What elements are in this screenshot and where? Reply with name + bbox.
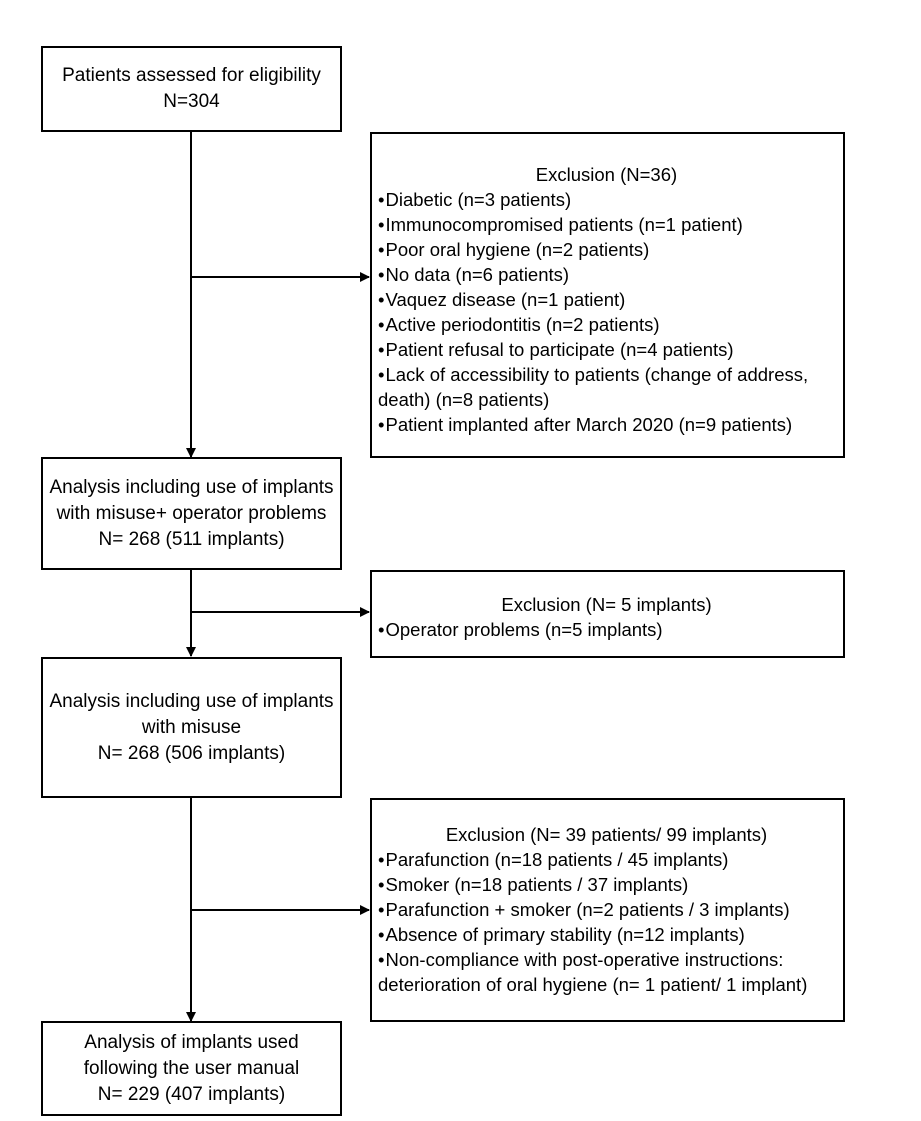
bullet-icon: • [378,189,385,210]
exclusion-title: Exclusion (N=36) [535,164,678,185]
stage-box-line: with misuse [141,716,242,738]
exclusion-item-text: Diabetic (n=3 patients) [385,189,572,210]
exclusion-item-text: Non-compliance with post-operative instr… [378,949,808,995]
stage-box-misuse-operator: Analysis including use of implants with … [41,457,342,570]
stage-box-line: N= 268 (506 implants) [97,742,286,764]
exclusion-item: •Non-compliance with post-operative inst… [378,947,835,997]
exclusion-item-text: Active periodontitis (n=2 patients) [385,314,660,335]
bullet-icon: • [378,264,385,285]
exclusion-box-operator: Exclusion (N= 5 implants) •Operator prob… [370,570,845,658]
exclusion-title: Exclusion (N= 39 patients/ 99 implants) [445,824,768,845]
bullet-icon: • [378,314,385,335]
bullet-icon: • [378,214,385,235]
exclusion-box-patients: Exclusion (N=36) •Diabetic (n=3 patients… [370,132,845,458]
exclusion-item: •Smoker (n=18 patients / 37 implants) [378,872,835,897]
exclusion-item-text: Absence of primary stability (n=12 impla… [385,924,745,945]
bullet-icon: • [378,414,385,435]
bullet-icon: • [378,924,385,945]
stage-box-line: N= 229 (407 implants) [97,1083,286,1105]
exclusion-item: •Parafunction + smoker (n=2 patients / 3… [378,897,835,922]
stage-box-eligibility: Patients assessed for eligibility N=304 [41,46,342,132]
stage-box-line: Analysis of implants used [84,1031,299,1053]
exclusion-item-text: Lack of accessibility to patients (chang… [378,364,809,410]
stage-box-misuse: Analysis including use of implants with … [41,657,342,798]
bullet-icon: • [378,239,385,260]
stage-box-line: with misuse+ operator problems [56,502,327,524]
exclusion-item: •Active periodontitis (n=2 patients) [378,312,835,337]
exclusion-item-text: Poor oral hygiene (n=2 patients) [385,239,650,260]
stage-box-line: N= 268 (511 implants) [98,528,285,550]
exclusion-item-text: No data (n=6 patients) [385,264,570,285]
bullet-icon: • [378,849,385,870]
exclusion-item-text: Patient implanted after March 2020 (n=9 … [385,414,793,435]
exclusion-item: •Parafunction (n=18 patients / 45 implan… [378,847,835,872]
exclusion-item-text: Immunocompromised patients (n=1 patient) [385,214,743,235]
stage-box-line: Patients assessed for eligibility [62,65,321,86]
bullet-icon: • [378,899,385,920]
exclusion-item: •Patient refusal to participate (n=4 pat… [378,337,835,362]
bullet-icon: • [378,289,385,310]
exclusion-item: •Immunocompromised patients (n=1 patient… [378,212,835,237]
bullet-icon: • [378,339,385,360]
exclusion-item: •Diabetic (n=3 patients) [378,187,835,212]
exclusion-item-text: Operator problems (n=5 implants) [385,619,663,640]
exclusion-item: •Vaquez disease (n=1 patient) [378,287,835,312]
bullet-icon: • [378,364,385,385]
stage-box-user-manual: Analysis of implants used following the … [41,1021,342,1116]
exclusion-item: •Patient implanted after March 2020 (n=9… [378,412,835,437]
stage-box-line: following the user manual [83,1057,300,1079]
exclusion-item-text: Parafunction + smoker (n=2 patients / 3 … [385,899,790,920]
exclusion-box-misuse: Exclusion (N= 39 patients/ 99 implants) … [370,798,845,1022]
bullet-icon: • [378,874,385,895]
bullet-icon: • [378,619,385,640]
exclusion-item-text: Smoker (n=18 patients / 37 implants) [385,874,689,895]
exclusion-item: •Operator problems (n=5 implants) [378,617,835,642]
exclusion-title: Exclusion (N= 5 implants) [501,594,712,615]
exclusion-item: •Poor oral hygiene (n=2 patients) [378,237,835,262]
exclusion-item-text: Patient refusal to participate (n=4 pati… [385,339,734,360]
stage-box-line: N=304 [163,91,220,112]
stage-box-line: Analysis including use of implants [49,690,334,712]
exclusion-item: •Lack of accessibility to patients (chan… [378,362,835,412]
stage-box-line: Analysis including use of implants [49,476,334,498]
exclusion-item-text: Vaquez disease (n=1 patient) [385,289,626,310]
exclusion-item-text: Parafunction (n=18 patients / 45 implant… [385,849,729,870]
bullet-icon: • [378,949,385,970]
exclusion-item: •No data (n=6 patients) [378,262,835,287]
exclusion-item: •Absence of primary stability (n=12 impl… [378,922,835,947]
